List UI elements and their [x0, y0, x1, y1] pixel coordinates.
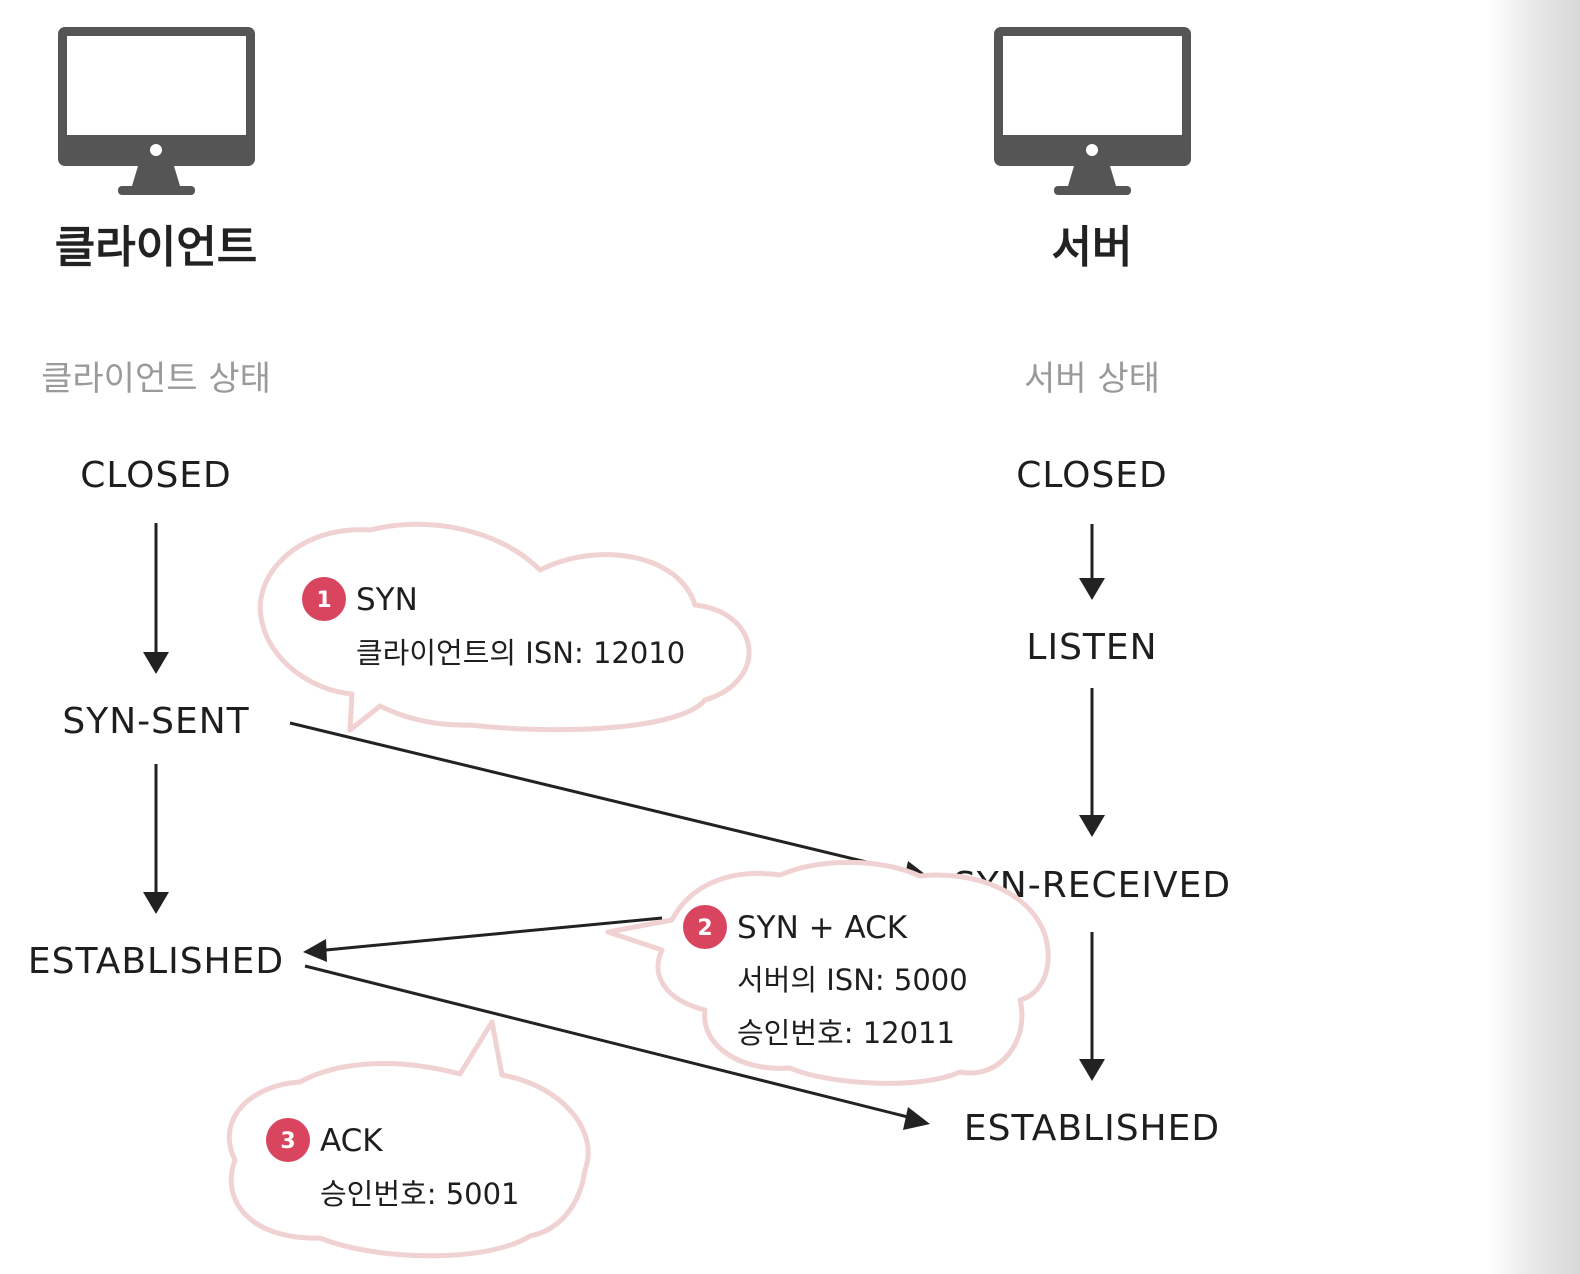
client-state-syn-sent: SYN-SENT [62, 701, 249, 742]
syn-client-isn: 클라이언트의 ISN: 12010 [356, 636, 685, 670]
ack-ack-number: 승인번호: 5001 [320, 1177, 520, 1211]
syn-ack-server-isn: 서버의 ISN: 5000 [737, 963, 968, 997]
server-listen-to-syn-received-arrow [1079, 688, 1105, 837]
ack-label: ACK [320, 1123, 383, 1159]
syn-ack-message-arrow [303, 916, 663, 962]
page-edge-shadow [1488, 0, 1580, 1274]
server-state-established: ESTABLISHED [964, 1108, 1220, 1149]
client-syn-sent-to-established-arrow [143, 764, 169, 914]
server-state-closed: CLOSED [1016, 455, 1168, 496]
client-state-closed: CLOSED [80, 455, 232, 496]
server-closed-to-listen-arrow [1079, 524, 1105, 600]
server-monitor-icon [994, 27, 1191, 195]
syn-message-arrow [289, 721, 930, 884]
server-state-heading: 서버 상태 [1024, 359, 1160, 399]
server-syn-received-to-established-arrow [1079, 932, 1105, 1081]
step-2-number: 2 [697, 916, 712, 941]
server-title: 서버 [1052, 222, 1133, 273]
syn-cloud [257, 521, 752, 733]
step-3-number: 3 [280, 1129, 295, 1154]
client-title: 클라이언트 [55, 222, 257, 273]
server-state-listen: LISTEN [1026, 627, 1157, 668]
syn-ack-label: SYN + ACK [737, 910, 908, 946]
syn-ack-ack-number: 승인번호: 12011 [737, 1016, 955, 1050]
client-state-heading: 클라이언트 상태 [41, 359, 271, 399]
ack-message-arrow [304, 964, 930, 1130]
step-2-badge: 2 [683, 905, 727, 949]
syn-label: SYN [356, 582, 418, 618]
step-1-badge: 1 [302, 577, 346, 621]
client-closed-to-syn-sent-arrow [143, 523, 169, 674]
client-state-established: ESTABLISHED [28, 941, 284, 982]
client-monitor-icon [58, 27, 255, 195]
ack-cloud [226, 1019, 591, 1259]
step-3-badge: 3 [266, 1118, 310, 1162]
step-1-number: 1 [316, 588, 331, 613]
